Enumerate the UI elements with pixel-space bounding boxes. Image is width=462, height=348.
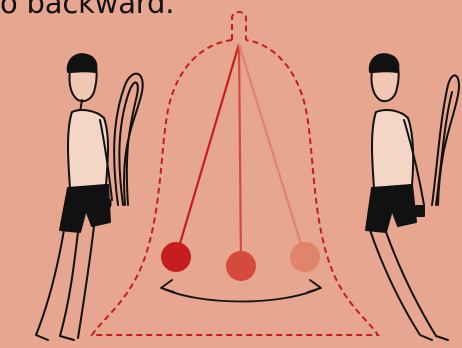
- pendulum-bob-left: [161, 242, 191, 272]
- pendulum-string-left: [176, 44, 239, 257]
- pendulum-string-center: [239, 44, 241, 265]
- pendulum-bob-center: [226, 251, 256, 281]
- swing-arrow-icon: [161, 280, 321, 302]
- right-person-figure: [366, 54, 459, 340]
- left-person-figure: [36, 54, 143, 340]
- pendulum-bob-right: [290, 242, 320, 272]
- pendulum-string-right: [239, 44, 305, 257]
